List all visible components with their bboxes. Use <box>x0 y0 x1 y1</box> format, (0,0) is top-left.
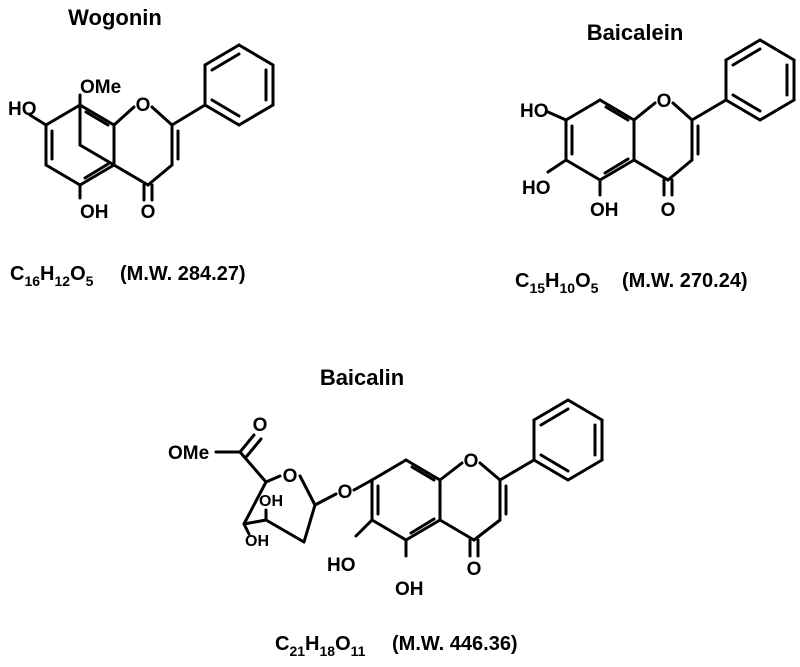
formula-c: C <box>10 263 24 285</box>
formula-h: H <box>40 263 54 285</box>
baicalin-ester-o-label: O <box>253 415 268 436</box>
baicalein-mw: (M.W. 270.24) <box>622 270 748 292</box>
formula-c-count: 16 <box>24 273 40 289</box>
svg-text:C16H12O5: C16H12O5 <box>10 263 94 289</box>
baicalin-oh-label: OH <box>395 579 424 600</box>
baicalin-formula: C21H18O11 (M.W. 446.36) <box>275 633 518 659</box>
wogonin-structure: Wogonin <box>8 5 275 289</box>
baicalin-title: Baicalin <box>320 365 404 390</box>
baicalein-ho-mid-label: HO <box>522 178 551 199</box>
baicalin-ho-label: HO <box>327 555 356 576</box>
baicalein-oh-label: OH <box>590 200 619 221</box>
wogonin-carbonyl-o-label: O <box>141 202 156 223</box>
wogonin-ho-label: HO <box>8 99 37 120</box>
wogonin-ring-o-label: O <box>136 95 151 116</box>
formula-c-count: 21 <box>289 643 305 659</box>
baicalein-carbonyl-o-label: O <box>661 200 676 221</box>
baicalin-structure: Baicalin <box>168 365 604 659</box>
formula-o-count: 5 <box>591 280 599 296</box>
formula-h: H <box>305 633 319 655</box>
wogonin-title: Wogonin <box>68 5 162 30</box>
baicalin-carbonyl-o-label: O <box>467 559 482 580</box>
formula-o: O <box>70 263 86 285</box>
baicalein-ho-top-label: HO <box>520 101 549 122</box>
baicalin-glycosidic-o-label: O <box>338 482 353 503</box>
baicalein-title: Baicalein <box>587 20 684 45</box>
baicalin-sugar-oh-1-label: OH <box>259 493 283 510</box>
baicalin-mw: (M.W. 446.36) <box>392 633 518 655</box>
baicalin-sugar-oh-2-label: OH <box>245 533 269 550</box>
baicalin-bonds <box>214 398 604 558</box>
formula-h: H <box>545 270 559 292</box>
wogonin-mw: (M.W. 284.27) <box>120 263 246 285</box>
formula-o: O <box>335 633 351 655</box>
wogonin-oh-label: OH <box>80 202 109 223</box>
formula-h-count: 10 <box>559 280 575 296</box>
formula-o-count: 11 <box>351 643 366 659</box>
baicalein-structure: Baicalein <box>515 20 796 296</box>
svg-text:C15H10O5: C15H10O5 <box>515 270 599 296</box>
formula-c: C <box>515 270 529 292</box>
baicalin-sugar-o-label: O <box>283 466 298 487</box>
formula-c-count: 15 <box>529 280 545 296</box>
wogonin-bonds <box>28 43 275 202</box>
baicalein-formula: C15H10O5 (M.W. 270.24) <box>515 270 748 296</box>
baicalein-bonds <box>546 38 796 197</box>
formula-h-count: 12 <box>54 273 70 289</box>
baicalin-ring-o-label: O <box>464 451 479 472</box>
svg-text:C21H18O11: C21H18O11 <box>275 633 366 659</box>
formula-c: C <box>275 633 289 655</box>
baicalein-ring-o-label: O <box>657 91 672 112</box>
formula-h-count: 18 <box>319 643 335 659</box>
formula-o: O <box>575 270 591 292</box>
formula-o-count: 5 <box>86 273 94 289</box>
baicalin-ome-label: OMe <box>168 443 209 464</box>
wogonin-formula: C16H12O5 (M.W. 284.27) <box>10 263 246 289</box>
wogonin-ome-label: OMe <box>80 77 121 98</box>
